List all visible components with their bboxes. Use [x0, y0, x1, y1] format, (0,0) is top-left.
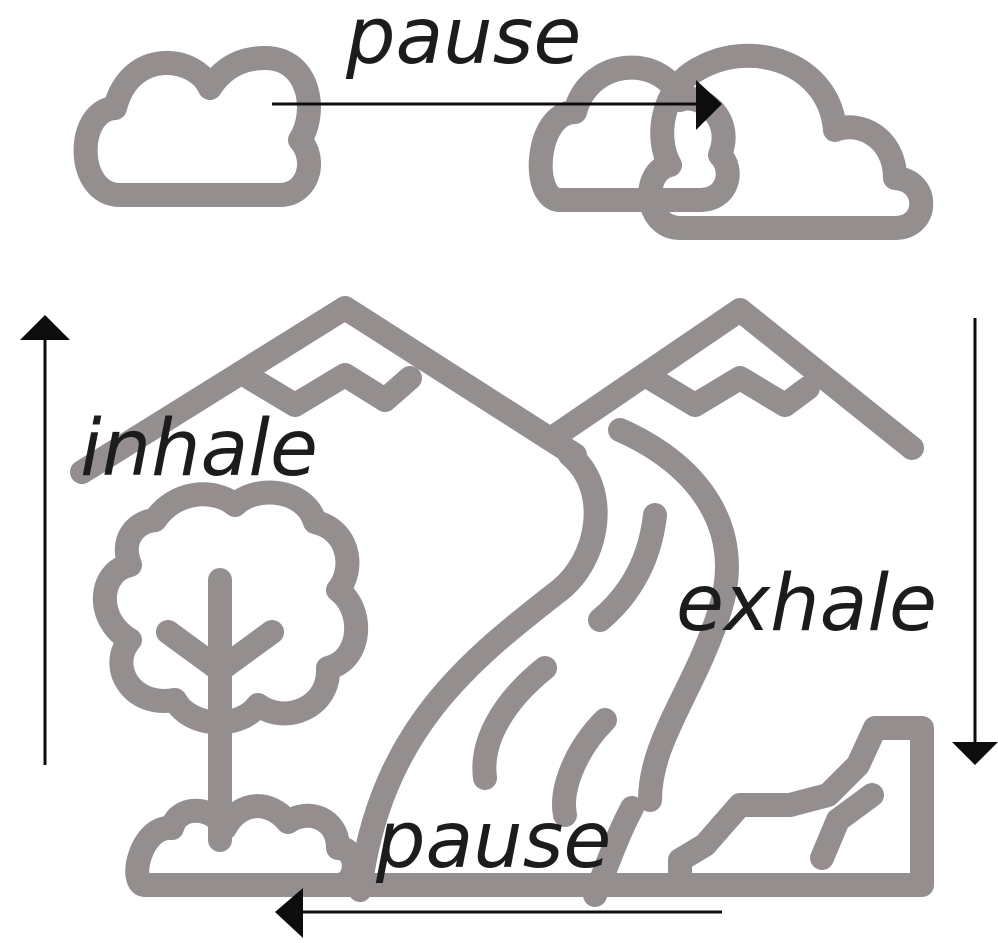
river-dash-2-icon — [484, 668, 545, 778]
right-mountain-snowcap-icon — [650, 378, 808, 405]
exhale-arrowhead-icon — [952, 742, 998, 765]
exhale-label: exhale — [676, 565, 937, 643]
rock-icon — [680, 728, 922, 885]
pause-bottom-label: pause — [376, 802, 611, 880]
left-cloud-icon — [86, 58, 309, 195]
pause-top-label: pause — [346, 0, 581, 76]
inhale-arrowhead-icon — [20, 315, 70, 340]
inhale-label: inhale — [80, 410, 318, 488]
left-mountain-snowcap-icon — [250, 375, 410, 405]
river-dash-1-icon — [600, 515, 655, 620]
